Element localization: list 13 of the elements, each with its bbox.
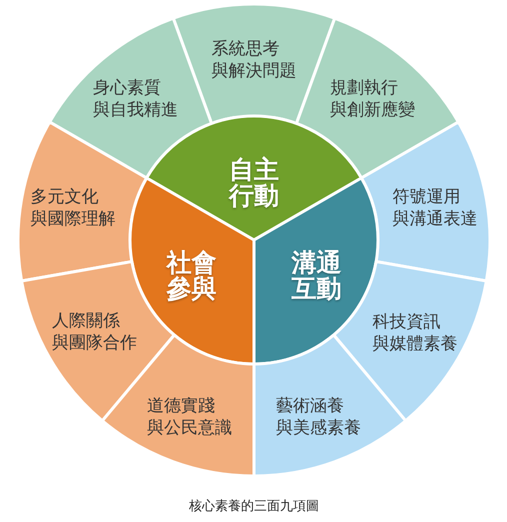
- competency-label: 道德實踐與公民意識: [147, 394, 232, 439]
- competency-label: 科技資訊與媒體素養: [372, 311, 458, 355]
- dimension-label: 溝通互動: [291, 250, 342, 302]
- dimension-label: 自主行動: [229, 157, 279, 209]
- competency-label: 多元文化與國際理解: [30, 186, 116, 230]
- competency-label: 系統思考與解決問題: [212, 38, 296, 82]
- competency-label: 藝術涵養與美感素養: [276, 394, 361, 439]
- caption: 核心素養的三面九項圖: [189, 499, 319, 515]
- dimension-label: 社會參與: [166, 250, 217, 302]
- competency-label: 身心素質與自我精進: [93, 77, 178, 122]
- competency-label: 規劃執行與創新應變: [330, 77, 415, 122]
- competency-label: 人際關係與團隊合作: [52, 310, 138, 354]
- competency-label: 符號運用與溝通表達: [392, 186, 478, 230]
